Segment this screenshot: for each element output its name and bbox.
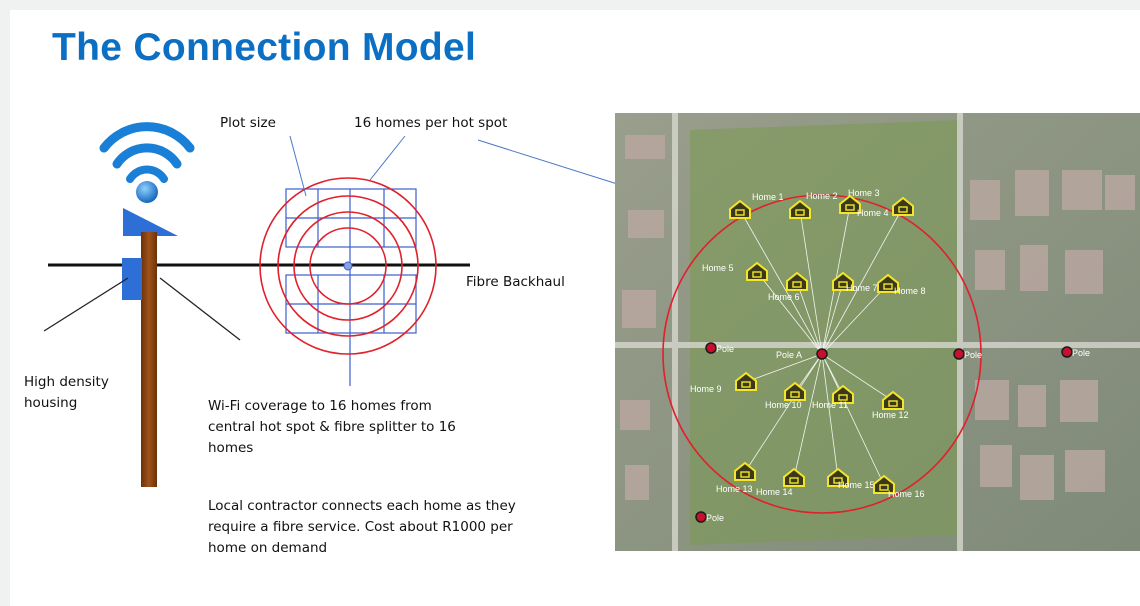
home-icon-door [838,281,848,288]
pole-label: Pole [1072,348,1090,358]
home-icon-door [898,206,908,213]
contractor-text: Local contractor connects each home as t… [208,498,516,556]
plot-size-label: Plot size [220,115,276,131]
home-icon-door [838,394,848,401]
plot-size-callout [289,135,307,197]
home-icon-door [833,477,843,484]
home-label: Home 5 [702,263,734,273]
aerial-map [615,113,1140,551]
slide-title: The Connection Model [52,26,477,69]
home-label: Home 11 [812,400,848,410]
home-label: Home 6 [768,292,800,302]
home-label: Home 8 [894,286,926,296]
plot-grid [285,188,417,386]
home-icon-door [845,204,855,211]
home-label: Home 16 [888,489,925,499]
home-icon-door [752,271,762,278]
home-label: Home 4 [857,208,889,218]
home-icon-door [795,209,805,216]
home-label: Home 14 [756,487,793,497]
home-label: Home 13 [716,484,753,494]
pole-marker-icon [695,511,707,523]
home-icon-door [789,477,799,484]
map-markers: Home 1 Home 2 Home 3 Home 4 Home 5 Home 6 Home… [690,188,1090,523]
homes-callout [369,135,406,181]
home-label: Home 1 [752,192,784,202]
pole-marker-icon [705,342,717,354]
home-label: Home 12 [872,410,909,420]
home-label: Home 15 [838,480,875,490]
home-label: Home 3 [848,188,880,198]
home-icon-door [792,281,802,288]
home-label: Home 7 [846,283,878,293]
pole-label: Pole [706,513,724,523]
wifi-icon [99,122,195,203]
pole-label: Pole [716,344,734,354]
home-label: Home 9 [690,384,722,394]
home-icon-door [740,471,750,478]
coverage-text: Wi-Fi coverage to 16 homes from central … [208,398,456,456]
pole-label: Pole [964,350,982,360]
home-icon-door [790,391,800,398]
hotspot-dot [343,261,353,271]
home-icon-door [879,484,889,491]
pole-marker-icon [816,348,828,360]
home-icon-door [741,381,751,388]
home-icon-door [735,209,745,216]
pole-label: Pole A [776,350,802,360]
coverage-circles [259,177,437,355]
home-icon-door [883,283,893,290]
pole-icon [43,208,470,487]
home-label: Home 10 [765,400,802,410]
housing-label: High density housing [24,374,109,411]
home-label: Home 2 [806,191,838,201]
home-icon-door [888,400,898,407]
homes-per-hotspot-label: 16 homes per hot spot [354,115,508,131]
map-callout [477,139,631,189]
pole-marker-icon [953,348,965,360]
pole-marker-icon [1061,346,1073,358]
fibre-backhaul-label: Fibre Backhaul [466,274,565,290]
